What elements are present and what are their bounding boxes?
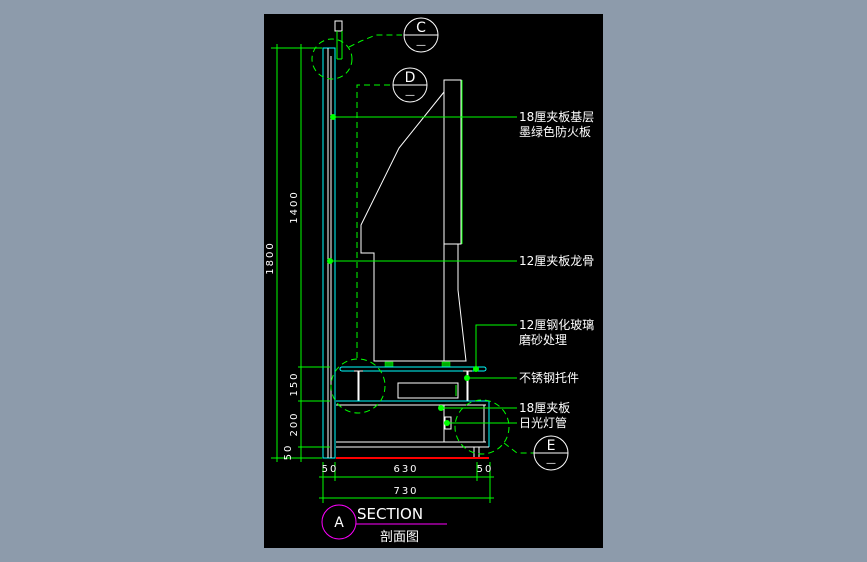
dim-200: 200: [289, 411, 300, 436]
detail-bubble-d[interactable]: D —: [392, 67, 428, 103]
section-title: A SECTION 剖面图: [321, 504, 447, 545]
bubble-e-label: E: [547, 438, 556, 454]
detail-bubble-c[interactable]: C —: [403, 17, 439, 53]
vertical-dimensions: 1800 1400 150 200 50: [265, 44, 330, 462]
title-bubble-label: A: [334, 515, 344, 531]
title-section: SECTION: [357, 505, 423, 523]
dim-50-b: 50: [477, 464, 494, 475]
dim-730: 730: [393, 486, 418, 497]
dim-50-left: 50: [283, 444, 294, 461]
wall-panel: [322, 20, 343, 459]
callout-tempered-glass: 12厘钢化玻璃: [519, 318, 594, 332]
horizontal-dimensions: 50 630 50 730: [319, 462, 494, 503]
callout-plywood-18: 18厘夹板: [519, 401, 570, 415]
callout-fluorescent-tube: 日光灯管: [519, 415, 567, 430]
tv-outline: [360, 79, 467, 368]
dim-50-a: 50: [322, 464, 339, 475]
detail-bubble-e[interactable]: E —: [533, 435, 569, 471]
callout-steel-bracket: 不锈钢托件: [519, 371, 579, 385]
callouts: 18厘夹板基层 墨绿色防火板 12厘夹板龙骨 12厘钢化玻璃 磨砂处理 不锈钢托…: [327, 110, 594, 430]
bubble-e-sub: —: [546, 458, 556, 469]
detail-markers: [311, 34, 534, 455]
bubble-c-sub: —: [416, 40, 426, 51]
dim-150: 150: [289, 371, 300, 396]
callout-plywood-frame: 12厘夹板龙骨: [519, 254, 594, 268]
callout-plywood-base: 18厘夹板基层: [519, 110, 594, 124]
title-zh: 剖面图: [380, 530, 419, 545]
dim-1400: 1400: [289, 190, 300, 223]
bubble-d-label: D: [405, 70, 416, 86]
dim-630: 630: [393, 464, 418, 475]
glass-shelf: [339, 366, 487, 402]
bubble-c-label: C: [416, 20, 426, 36]
bubble-d-sub: —: [405, 90, 415, 101]
callout-fireproof-board: 墨绿色防火板: [519, 124, 591, 139]
dim-1800: 1800: [265, 241, 276, 274]
callout-frosted: 磨砂处理: [519, 333, 567, 347]
